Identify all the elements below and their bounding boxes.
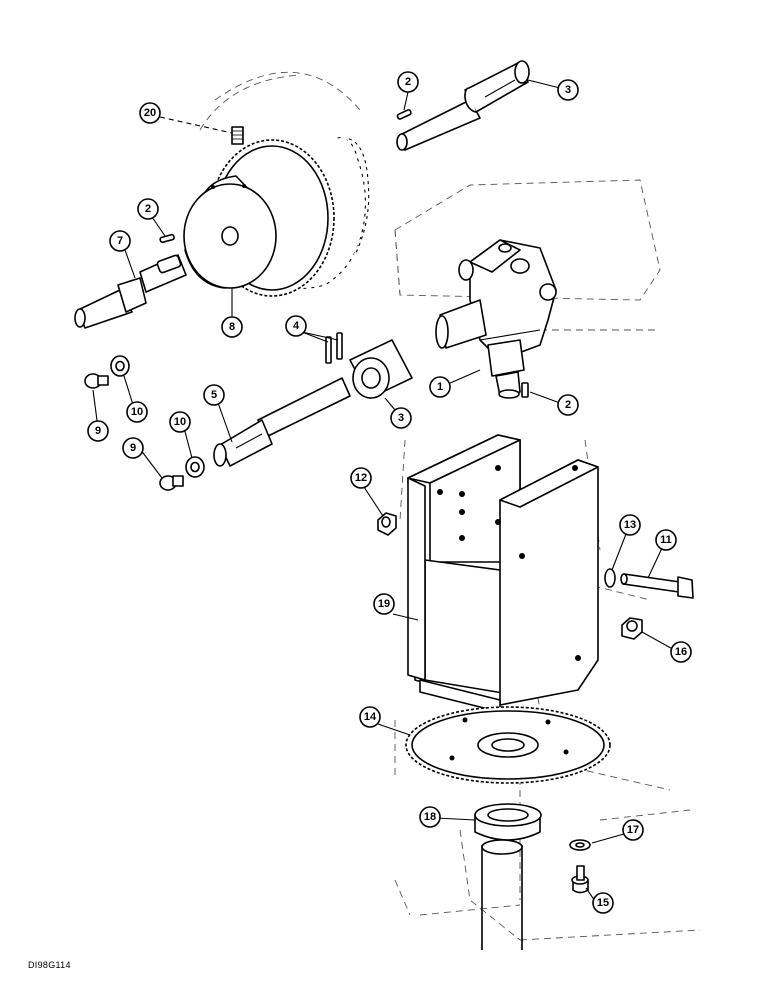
- upper-shaft: [396, 60, 530, 151]
- callout-17: 17: [622, 819, 644, 841]
- support-bracket: [407, 434, 599, 713]
- callout-16: 16: [670, 641, 692, 663]
- callout-2-left: 2: [137, 198, 159, 220]
- lower-shaft: [213, 377, 351, 467]
- stub-shaft: [74, 254, 187, 329]
- key-gearbox: [521, 382, 529, 398]
- callout-1: 1: [429, 376, 451, 398]
- callout-label: 2: [405, 76, 411, 88]
- callout-label: 3: [565, 84, 571, 96]
- callout-label: 20: [144, 107, 156, 119]
- washer-small: [569, 839, 591, 851]
- callout-14: 14: [359, 706, 381, 728]
- callout-label: 9: [95, 425, 101, 437]
- callout-label: 9: [130, 442, 136, 454]
- bolt-long: [620, 573, 694, 599]
- callout-label: 10: [131, 406, 143, 418]
- callout-15: 15: [592, 892, 614, 914]
- callout-19: 19: [373, 593, 395, 615]
- key-left: [159, 233, 175, 244]
- callout-label: 10: [174, 416, 186, 428]
- gearbox: [435, 239, 557, 399]
- bolt-lower: [159, 475, 184, 491]
- callout-4: 4: [285, 315, 307, 337]
- callout-label: 16: [675, 646, 687, 658]
- callout-label: 7: [117, 235, 123, 247]
- callout-13: 13: [619, 514, 641, 536]
- drawing-code: DI98G114: [28, 960, 71, 970]
- callout-7: 7: [109, 230, 131, 252]
- lower-column: [481, 839, 523, 950]
- callout-label: 2: [565, 399, 571, 411]
- callout-label: 3: [398, 412, 404, 424]
- callout-label: 12: [355, 472, 367, 484]
- roller-chain: [279, 135, 371, 291]
- washer-right: [604, 568, 616, 588]
- callout-label: 5: [211, 389, 217, 401]
- pins: [325, 332, 343, 364]
- bearing: [474, 803, 542, 841]
- callout-label: 4: [293, 320, 300, 332]
- key-upper: [396, 109, 412, 120]
- bolt-upper: [84, 373, 109, 389]
- callouts: 20 2 3 2 7 8 4 1 2 10 9 5 10 9 3 12 13 1…: [87, 71, 692, 914]
- callout-9-lower: 9: [122, 437, 144, 459]
- nut-right: [621, 617, 643, 640]
- sprocket-with-hub: [183, 139, 335, 297]
- callout-label: 14: [364, 711, 377, 723]
- callout-12: 12: [350, 467, 372, 489]
- callout-label: 2: [145, 203, 151, 215]
- coupling-sleeve: [349, 339, 413, 399]
- callout-9-upper: 9: [87, 420, 109, 442]
- bolt-small: [571, 865, 589, 894]
- callout-10-upper: 10: [126, 401, 148, 423]
- nut-left: [377, 512, 397, 536]
- callout-2-gearbox: 2: [557, 394, 579, 416]
- set-screw: [231, 126, 244, 145]
- washer-lower: [185, 456, 205, 478]
- callout-10-lower: 10: [169, 411, 191, 433]
- callout-11: 11: [655, 529, 677, 551]
- callout-8: 8: [221, 316, 243, 338]
- callout-label: 18: [424, 811, 436, 823]
- callout-5: 5: [203, 384, 225, 406]
- callout-2-top: 2: [397, 71, 419, 93]
- leader-lines: [92, 79, 679, 902]
- callout-label: 1: [437, 381, 443, 393]
- callout-3-lower: 3: [390, 407, 412, 429]
- large-flat-sprocket: [405, 706, 611, 784]
- callout-20: 20: [139, 102, 161, 124]
- washer-upper: [110, 355, 130, 377]
- callout-label: 13: [624, 519, 636, 531]
- callout-label: 17: [627, 824, 639, 836]
- callout-label: 19: [378, 598, 390, 610]
- callout-label: 15: [597, 897, 609, 909]
- callout-18: 18: [419, 806, 441, 828]
- callout-3-top: 3: [557, 79, 579, 101]
- callout-label: 8: [229, 321, 235, 333]
- callout-label: 11: [660, 534, 672, 546]
